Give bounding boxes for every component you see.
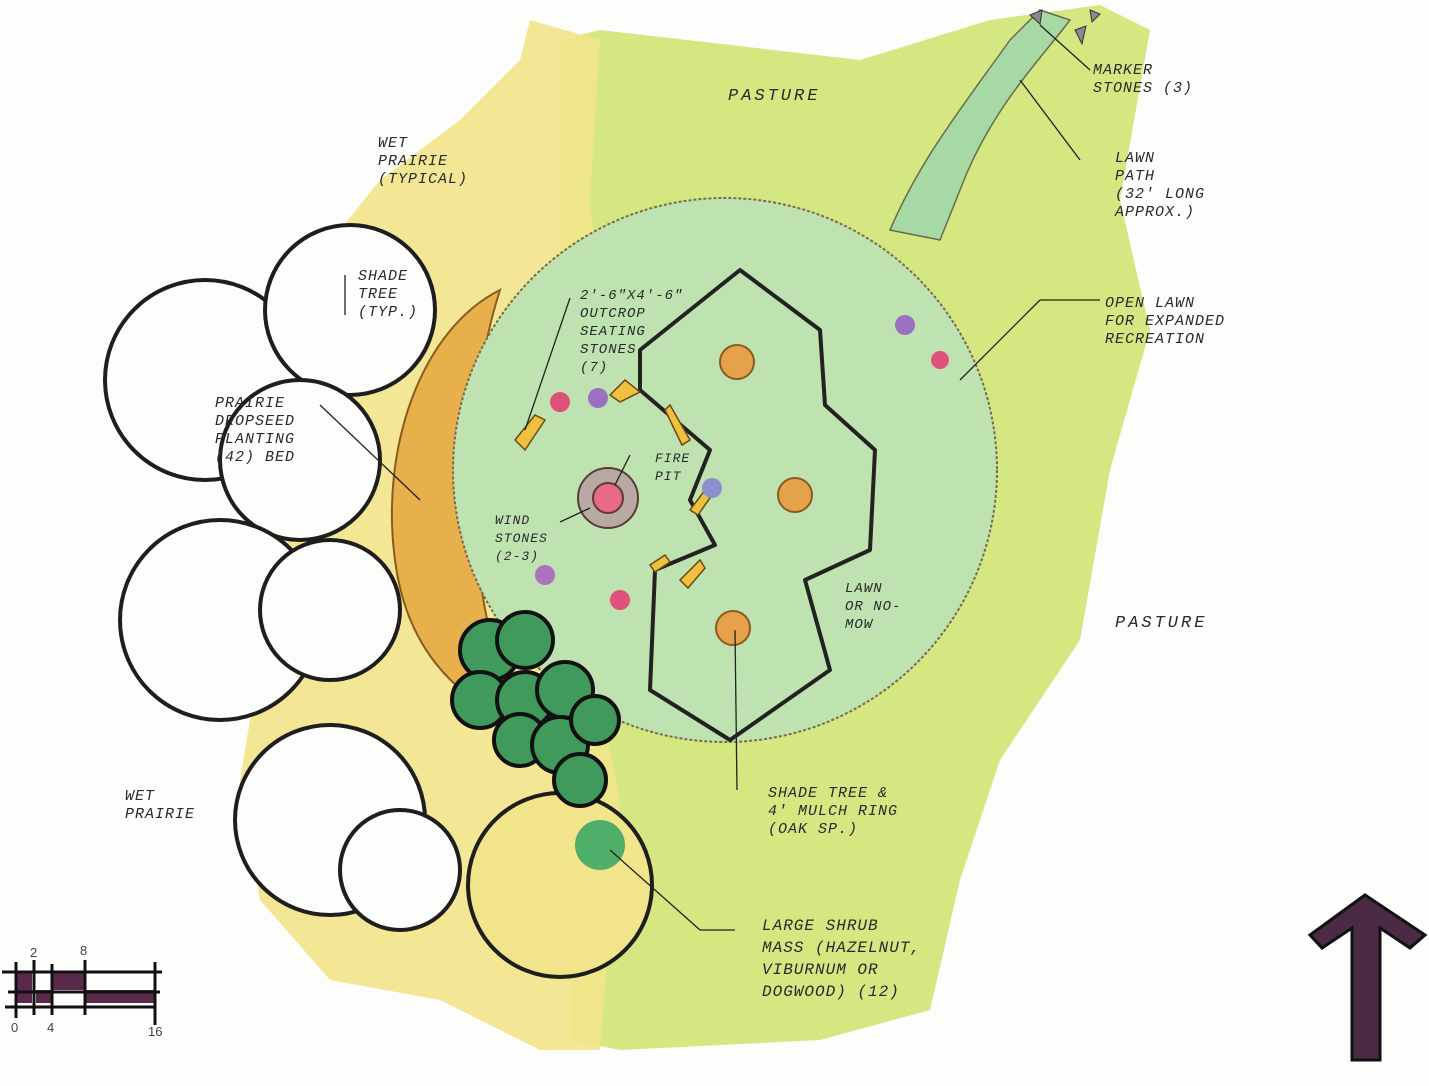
label-lawn-path: Lawn path (32' long approx.) xyxy=(1115,150,1206,221)
label-marker-stones: Marker stones (3) xyxy=(1093,62,1194,97)
lawn-path xyxy=(888,9,1072,241)
label-seating-stones: 2'-6"x4'-6" outcrop seating stones (7) xyxy=(580,288,684,376)
label-shrub-mass: Large shrub mass (hazelnut, viburnum or … xyxy=(762,917,922,1001)
no-mow-outline xyxy=(638,268,877,742)
scale-tick-4: 4 xyxy=(47,1020,55,1035)
marker-stones xyxy=(1029,9,1101,46)
scale-tick-16: 16 xyxy=(148,1024,163,1039)
scale-bar xyxy=(2,960,162,1025)
north-arrow-icon xyxy=(1307,893,1428,1062)
scale-tick-0: 0 xyxy=(11,1020,19,1035)
label-wet-prairie-typical: Wet prairie (typical) xyxy=(378,135,469,188)
seating-stones xyxy=(513,378,714,590)
fire-pit xyxy=(577,467,639,529)
leader-lines xyxy=(319,24,1100,931)
label-fire-pit: Fire pit xyxy=(655,451,691,484)
open-lawn-circle xyxy=(452,197,998,743)
label-shade-tree-mulch: Shade tree & 4' mulch ring (oak sp.) xyxy=(768,785,899,838)
shrub-single xyxy=(575,820,625,870)
shade-tree-canopy xyxy=(103,223,654,979)
label-pasture-right: Pasture xyxy=(1115,614,1208,633)
label-lawn-no-mow: Lawn or no- mow xyxy=(845,581,902,633)
label-wind-stones: Wind stones (2-3) xyxy=(495,513,548,564)
shrub-mass xyxy=(450,610,621,808)
scale-tick-8: 8 xyxy=(80,943,88,958)
label-pasture-top: Pasture xyxy=(728,87,821,106)
label-shade-tree-typ: Shade tree (typ.) xyxy=(358,268,419,321)
scale-tick-2: 2 xyxy=(30,945,38,960)
shade-trees xyxy=(715,344,813,646)
people-figures xyxy=(535,315,949,610)
label-prairie-dropseed: Prairie dropseed planting (42) bed xyxy=(215,395,296,466)
label-wet-prairie: Wet prairie xyxy=(125,788,196,823)
label-open-lawn: Open lawn for expanded recreation xyxy=(1105,295,1226,348)
